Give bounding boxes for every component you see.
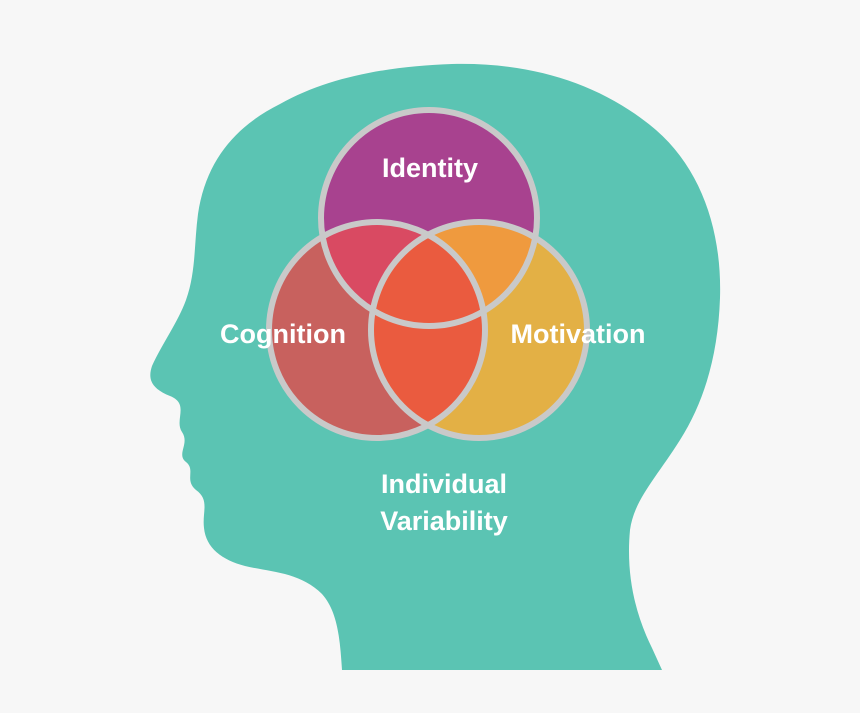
motivation-circle-outline [368,219,590,441]
identity-circle-outline [318,107,540,329]
identity-label: Identity [382,153,478,183]
circle-outlines [266,107,590,441]
caption-line-2: Variability [380,506,508,536]
cognition-circle-outline [266,219,488,441]
caption-line-1: Individual [381,469,507,499]
cognition-motivation-overlap [371,222,485,438]
motivation-label: Motivation [511,319,646,349]
cognition-label: Cognition [220,319,346,349]
